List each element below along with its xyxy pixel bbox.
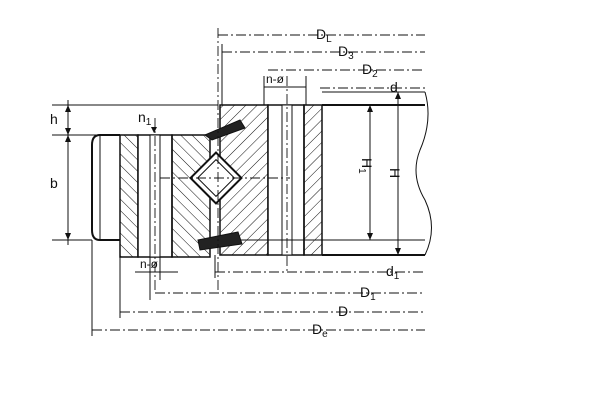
label-H: H xyxy=(387,168,403,178)
label-h: h xyxy=(50,111,58,127)
label-d1: d1 xyxy=(386,263,400,282)
outer-ring xyxy=(91,118,211,290)
label-D1: D1 xyxy=(360,284,376,303)
label-D: D xyxy=(338,303,348,319)
label-D3: D3 xyxy=(338,43,354,62)
dimension-lines-top xyxy=(218,34,425,105)
n1-marker xyxy=(151,127,157,133)
dimension-lines-left xyxy=(52,100,218,245)
label-H1: H1 xyxy=(356,158,375,174)
dimension-lines-bottom xyxy=(91,240,425,336)
label-hole-top: n-ø xyxy=(266,72,285,86)
label-De: De xyxy=(312,321,328,340)
label-D2: D2 xyxy=(362,61,378,80)
label-b: b xyxy=(50,175,58,191)
label-DL: DL xyxy=(316,26,332,45)
roller-and-seals xyxy=(160,119,290,251)
label-n1: n1 xyxy=(138,109,152,128)
label-hole-bottom: n-ø xyxy=(140,257,159,271)
label-d: d xyxy=(390,79,398,95)
dimension-lines-right xyxy=(367,92,401,255)
inner-ring xyxy=(219,76,432,272)
